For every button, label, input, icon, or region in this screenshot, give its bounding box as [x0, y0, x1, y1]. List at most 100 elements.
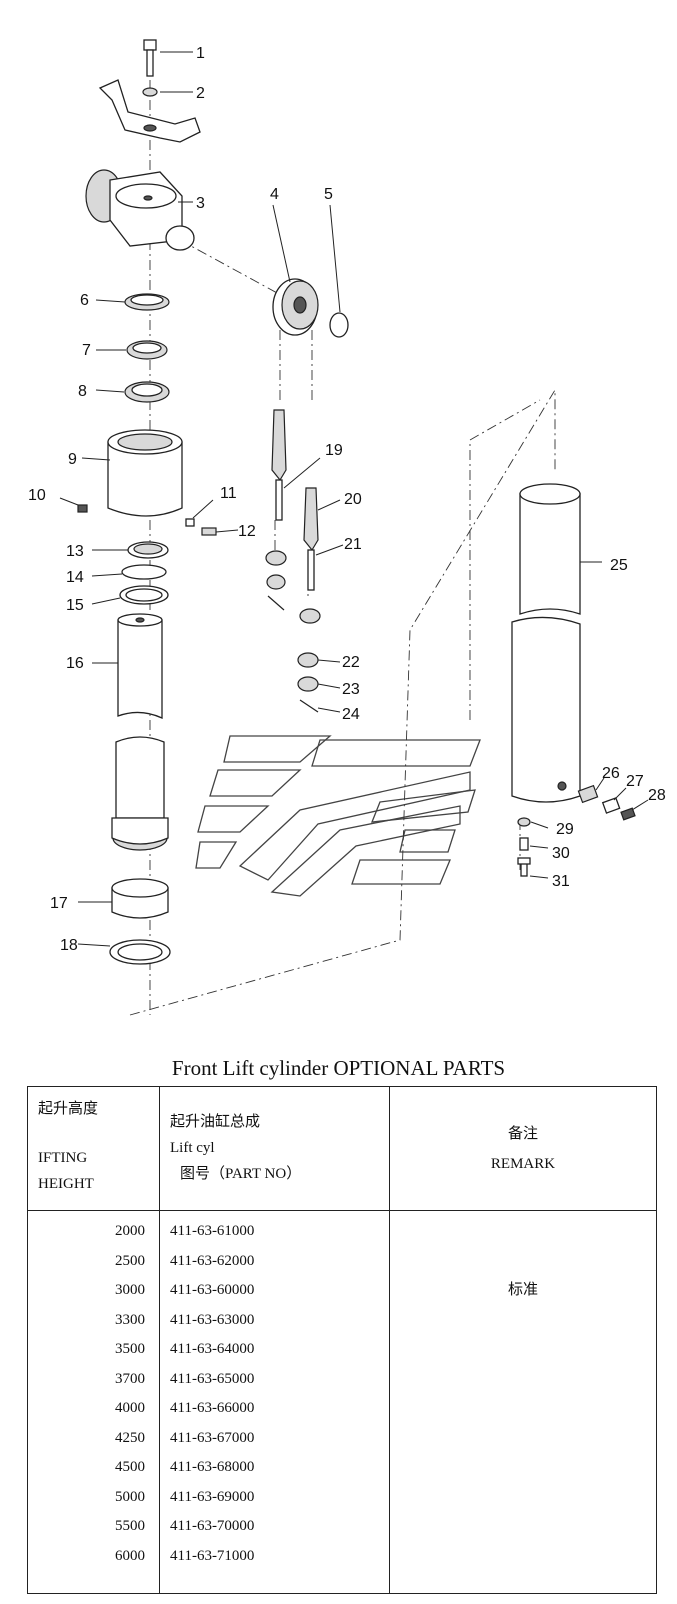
part-21-bolt	[307, 544, 344, 591]
table-cell-part-no: 411-63-60000	[170, 1282, 255, 1298]
part-30-spacer	[519, 837, 549, 851]
table-cell-height: 3000	[115, 1282, 145, 1298]
exploded-parts-diagram: 1 2 3 4 5 6 7 8 9 10 11 12 13 14 15 16 1…	[28, 39, 666, 1016]
callout-17: 17	[50, 895, 68, 912]
callout-7: 7	[82, 342, 91, 359]
table-cell-height: 3700	[115, 1370, 145, 1387]
callout-9: 9	[68, 451, 77, 468]
table-cell-part-no: 411-63-63000	[170, 1311, 255, 1328]
header-lifting-height: 起升高度 IFTING HEIGHT	[27, 1086, 160, 1211]
callout-25: 25	[610, 557, 628, 574]
callout-28: 28	[648, 787, 666, 804]
callout-11: 11	[220, 485, 237, 502]
callout-2: 2	[196, 85, 205, 102]
part-1-bolt	[143, 39, 193, 77]
part-19-chain-anchor	[271, 409, 321, 521]
optional-parts-table: 起升高度 IFTING HEIGHT 起升油缸总成 Lift cyl 图号（PA…	[27, 1086, 657, 1594]
table-cell-part-no: 411-63-65000	[170, 1370, 255, 1387]
table-cell-height: 2500	[115, 1252, 145, 1269]
table-cell-part-no: 411-63-66000	[170, 1400, 255, 1416]
table-cell-part-no: 411-63-69000	[170, 1488, 255, 1505]
table-cell-height: 5500	[115, 1518, 145, 1534]
part-15-o-ring	[91, 585, 169, 605]
chain-bracket	[98, 79, 201, 143]
table-cell-height: 2000	[115, 1223, 145, 1239]
table-cell-height: 3500	[115, 1341, 145, 1357]
callout-5: 5	[324, 186, 333, 203]
callout-23: 23	[342, 681, 360, 698]
header-assembly-en: Lift cyl	[170, 1140, 215, 1156]
callout-21: 21	[344, 536, 362, 553]
table-cell-part-no: 411-63-70000	[170, 1518, 255, 1534]
callout-22: 22	[342, 654, 360, 671]
header-height-cn: 起升高度	[38, 1101, 99, 1117]
header-remark: 备注 REMARK	[389, 1086, 657, 1211]
callout-3: 3	[196, 195, 205, 212]
header-assembly-cn: 起升油缸总成	[170, 1114, 261, 1130]
table-header-row: 起升高度 IFTING HEIGHT 起升油缸总成 Lift cyl 图号（PA…	[27, 1086, 657, 1211]
part-2-washer	[142, 87, 193, 97]
part-10-plug	[59, 497, 88, 513]
header-part-no: 图号（PART NO）	[180, 1166, 302, 1182]
callout-14: 14	[66, 569, 84, 586]
height-column: 2000 2500 3000 3300 3500 3700 4000 4250 …	[27, 1210, 160, 1594]
table-cell-part-no: 411-63-71000	[170, 1547, 255, 1564]
header-assembly: 起升油缸总成 Lift cyl 图号（PART NO）	[159, 1086, 390, 1211]
table-cell-part-no: 411-63-67000	[170, 1429, 255, 1446]
part-11-ball	[185, 499, 214, 527]
part-31-bolt	[517, 857, 549, 879]
part-6-ring	[95, 293, 170, 311]
callout-27: 27	[626, 773, 644, 790]
callout-31: 31	[552, 873, 570, 890]
table-cell-height: 4000	[115, 1400, 145, 1416]
callout-15: 15	[66, 597, 84, 614]
part-8-seal	[95, 381, 170, 403]
table-cell-remark: 标准	[507, 1282, 538, 1298]
callout-20: 20	[344, 491, 362, 508]
part-20-chain-anchor	[303, 487, 341, 552]
table-cell-part-no: 411-63-64000	[170, 1341, 255, 1357]
callout-29: 29	[556, 821, 574, 838]
header-remark-en: REMARK	[490, 1155, 556, 1172]
callout-4: 4	[270, 186, 279, 203]
table-cell-part-no: 411-63-61000	[170, 1223, 255, 1239]
callout-18: 18	[60, 937, 78, 954]
table-cell-height: 4500	[115, 1459, 145, 1475]
table-cell-part-no: 411-63-68000	[170, 1459, 255, 1475]
part-4-sheave	[272, 204, 319, 336]
header-height-en1: IFTING	[38, 1150, 88, 1166]
part-27-valve	[601, 787, 627, 814]
part-29-washer	[517, 817, 549, 829]
table-cell-height: 4250	[115, 1429, 145, 1446]
header-remark-cn: 备注	[507, 1125, 538, 1142]
table-cell-height: 5000	[115, 1488, 145, 1505]
part-14-wiper	[91, 564, 167, 580]
part-18-retaining-ring	[77, 939, 171, 965]
callout-13: 13	[66, 543, 84, 560]
part-no-column: 411-63-61000 411-63-62000 411-63-60000 4…	[159, 1210, 390, 1594]
part-26-fitting	[577, 777, 605, 804]
callout-30: 30	[552, 845, 570, 862]
nut-upper	[265, 550, 321, 624]
part-9-gland	[81, 429, 183, 517]
part-12-screw	[201, 527, 239, 536]
part-5-snap-ring	[329, 204, 349, 338]
part-3-cylinder-head	[85, 169, 195, 251]
callout-10: 10	[28, 487, 46, 504]
table-cell-height: 6000	[115, 1547, 145, 1564]
table-cell-height: 3300	[115, 1311, 145, 1328]
callout-24: 24	[342, 706, 360, 723]
part-28-spring	[620, 799, 649, 821]
part-24-cotter-pin	[299, 699, 341, 713]
part-17-bushing	[78, 878, 169, 919]
callout-8: 8	[78, 383, 87, 400]
part-23-lock-nut	[297, 676, 341, 692]
callout-6: 6	[80, 292, 89, 309]
table-title: Front Lift cylinder OPTIONAL PARTS	[171, 1056, 506, 1080]
callout-19: 19	[325, 442, 343, 459]
table-body-row: 2000 2500 3000 3300 3500 3700 4000 4250 …	[27, 1210, 657, 1594]
part-7-seal	[96, 340, 168, 360]
callout-16: 16	[66, 655, 84, 672]
part-25-cylinder-tube	[511, 483, 602, 803]
part-16-piston-rod	[92, 613, 169, 851]
